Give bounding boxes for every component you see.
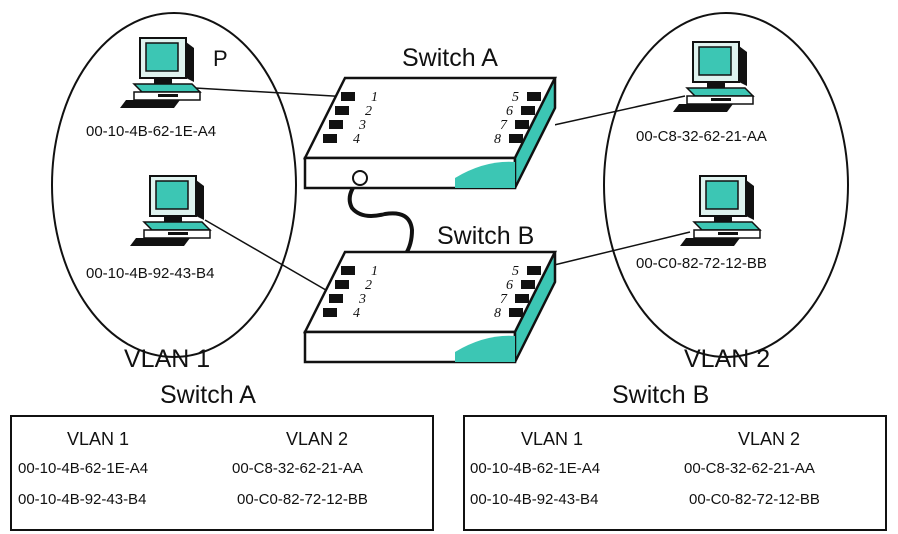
switch-b-port-5: 5 [512, 264, 519, 279]
host-p-label: P [213, 46, 228, 71]
computer-q-icon [129, 175, 211, 247]
switch-a-port-4: 4 [353, 132, 360, 147]
switch-a-port-5: 5 [512, 90, 519, 105]
switch-b-title: Switch B [437, 222, 534, 250]
switch-b-port-7: 7 [500, 292, 508, 307]
host-q-mac: 00-10-4B-92-43-B4 [86, 265, 214, 282]
cable-p-switch-a [194, 87, 351, 98]
uplink-port-icon [352, 170, 368, 186]
table-a-box [10, 415, 434, 531]
switch-a-port-1: 1 [371, 90, 378, 105]
vlan1-ellipse [51, 12, 297, 358]
switch-b-port-2: 2 [365, 278, 372, 293]
table-b-vlan1-header: VLAN 1 [521, 429, 583, 449]
table-b-box [463, 415, 887, 531]
computer-p-icon [119, 37, 201, 109]
table-b-vlan1-entry-1: 00-10-4B-62-1E-A4 [470, 460, 600, 477]
table-b-vlan2-entry-2: 00-C0-82-72-12-BB [689, 491, 820, 508]
table-a-vlan1-entry-1: 00-10-4B-62-1E-A4 [18, 460, 148, 477]
switch-b-port-8: 8 [494, 306, 501, 321]
switch-b-port-4: 4 [353, 306, 360, 321]
cable-r-switch-a [544, 95, 686, 128]
switch-a-port-7: 7 [500, 118, 508, 133]
vlan1-label: VLAN 1 [124, 345, 210, 373]
table-b-vlan1-entry-2: 00-10-4B-92-43-B4 [470, 491, 598, 508]
table-a-vlan2-entry-1: 00-C8-32-62-21-AA [232, 460, 363, 477]
switch-b-port-3: 3 [358, 292, 366, 307]
cable-trunk [347, 178, 415, 257]
computer-s-icon [679, 175, 761, 247]
table-a-vlan1-entry-2: 00-10-4B-92-43-B4 [18, 491, 146, 508]
switch-a-port-8: 8 [494, 132, 501, 147]
switch-a-title: Switch A [402, 44, 498, 72]
host-r-mac: 00-C8-32-62-21-AA [636, 128, 767, 145]
switch-a-port-2: 2 [365, 104, 372, 119]
switch-b-port-6: 6 [506, 278, 513, 293]
host-s-mac: 00-C0-82-72-12-BB [636, 255, 767, 272]
computer-r-icon [672, 41, 754, 113]
table-a-vlan2-entry-2: 00-C0-82-72-12-BB [237, 491, 368, 508]
table-b-vlan2-entry-1: 00-C8-32-62-21-AA [684, 460, 815, 477]
table-a-title: Switch A [160, 381, 256, 409]
switch-a-port-3: 3 [358, 118, 366, 133]
table-a-vlan1-header: VLAN 1 [67, 429, 129, 449]
cable-s-switch-b [549, 231, 691, 267]
table-b-title: Switch B [612, 381, 709, 409]
vlan2-label: VLAN 2 [684, 345, 770, 373]
table-a-vlan2-header: VLAN 2 [286, 429, 348, 449]
switch-b-port-1: 1 [371, 264, 378, 279]
host-p-mac: 00-10-4B-62-1E-A4 [86, 123, 216, 140]
switch-a-port-6: 6 [506, 104, 513, 119]
table-b-vlan2-header: VLAN 2 [738, 429, 800, 449]
vlan2-ellipse [603, 12, 849, 358]
